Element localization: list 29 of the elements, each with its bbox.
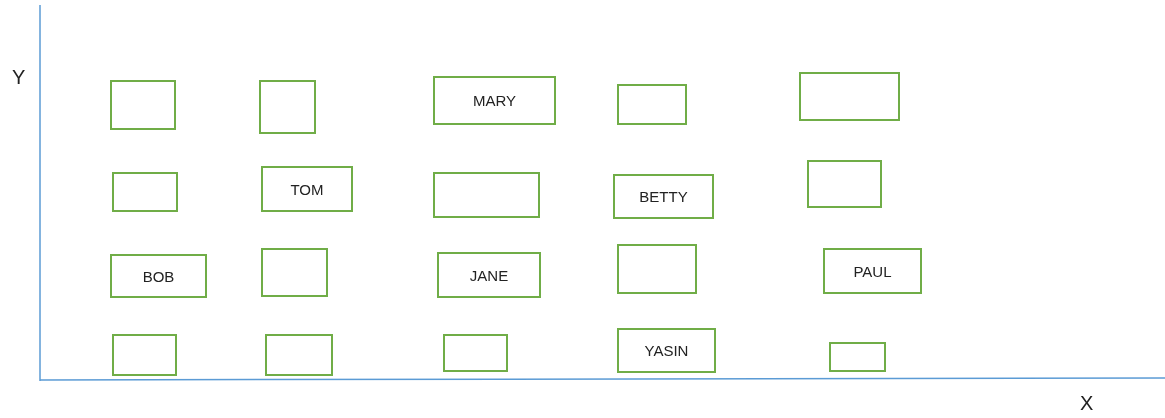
name-box [823, 248, 922, 294]
name-text: MARY [472, 92, 517, 109]
empty-box [259, 80, 316, 134]
name-box [617, 328, 716, 373]
empty-box [112, 172, 178, 212]
name-box [261, 166, 353, 212]
empty-box [110, 80, 176, 130]
y-axis-label: Y [12, 66, 26, 89]
name-box [437, 252, 541, 298]
empty-box [617, 244, 697, 294]
name-box [613, 174, 714, 219]
empty-box [617, 84, 687, 125]
empty-box [112, 334, 177, 376]
name-text: PAUL [853, 262, 892, 280]
x-axis-label: X [1080, 392, 1094, 415]
empty-box [443, 334, 508, 372]
empty-box [265, 334, 333, 376]
name-box [433, 76, 556, 125]
empty-box [433, 172, 540, 218]
name-box [110, 254, 207, 298]
empty-box [261, 248, 328, 297]
empty-box [799, 72, 900, 121]
name-text: YASIN [644, 342, 689, 359]
empty-box [829, 342, 886, 372]
name-text: JANE [469, 266, 509, 284]
name-text: BOB [142, 267, 175, 285]
name-text: BETTY [639, 188, 688, 205]
name-text: TOM [290, 180, 324, 198]
empty-box [807, 160, 882, 208]
